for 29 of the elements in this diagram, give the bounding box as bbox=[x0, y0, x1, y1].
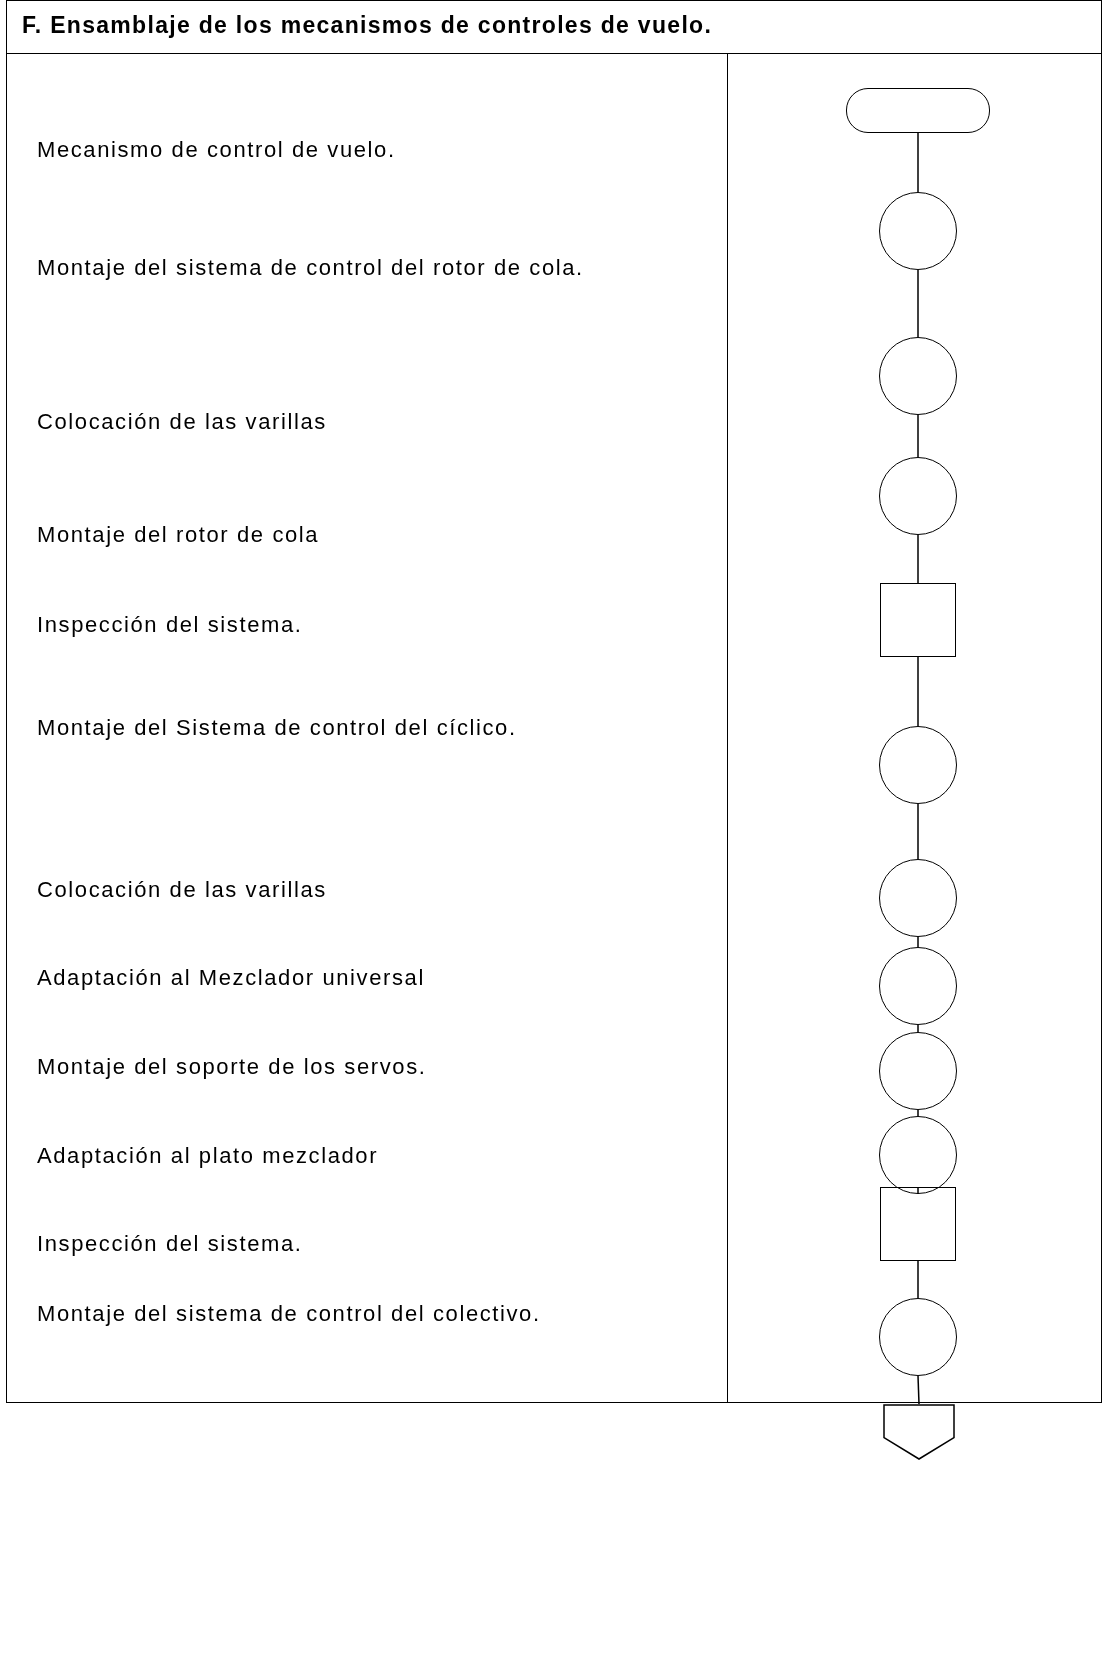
connector-line bbox=[917, 936, 919, 948]
inspection-square bbox=[880, 1187, 956, 1261]
off-page-connector bbox=[883, 1404, 955, 1460]
connector-line bbox=[917, 1109, 919, 1117]
connector-line bbox=[917, 132, 919, 193]
step-description: Montaje del soporte de los servos. bbox=[37, 1053, 428, 1081]
step-description: Montaje del sistema de control del colectivo. bbox=[37, 1300, 542, 1328]
step-description: Inspección del sistema. bbox=[37, 611, 304, 639]
step-description: Adaptación al plato mezclador bbox=[37, 1142, 380, 1170]
step-description: Montaje del Sistema de control del cíclico. bbox=[37, 714, 518, 742]
step-description: Inspección del sistema. bbox=[37, 1230, 304, 1258]
connector-line bbox=[917, 803, 919, 860]
step-description: Adaptación al Mezclador universal bbox=[37, 964, 426, 992]
connector-line bbox=[917, 1186, 919, 1195]
connector-line bbox=[917, 1375, 920, 1405]
connector-line bbox=[917, 1260, 919, 1299]
step-description: Colocación de las varillas bbox=[37, 408, 328, 436]
connector-line bbox=[917, 656, 919, 727]
step-description: Mecanismo de control de vuelo. bbox=[37, 136, 397, 164]
terminal-shape bbox=[846, 88, 990, 133]
connector-line bbox=[917, 534, 919, 584]
title-text: F. Ensamblaje de los mecanismos de controles de vuelo. bbox=[22, 12, 713, 39]
connector-line bbox=[917, 269, 919, 338]
step-description: Montaje del sistema de control del rotor de cola. bbox=[37, 254, 585, 282]
connector-line bbox=[917, 1024, 919, 1033]
inspection-square bbox=[880, 583, 956, 657]
step-description: Colocación de las varillas bbox=[37, 876, 328, 904]
connector-line bbox=[917, 414, 919, 458]
step-description: Montaje del rotor de cola bbox=[37, 521, 321, 549]
